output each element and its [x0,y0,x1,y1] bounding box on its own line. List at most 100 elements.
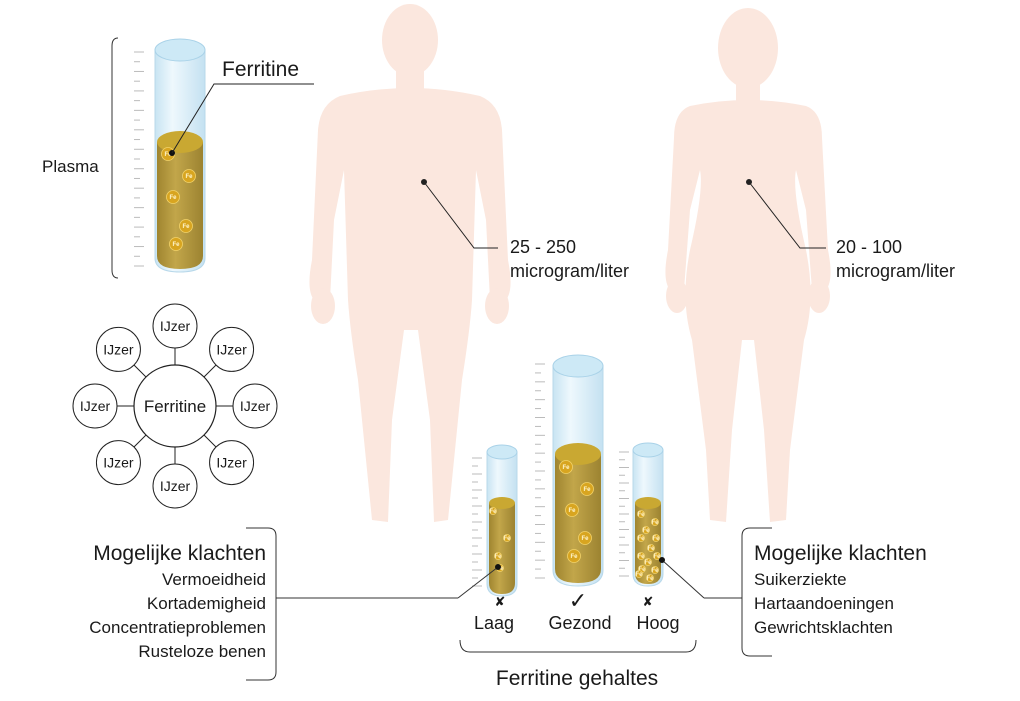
iron-atom-label: IJzer [80,398,111,414]
fe-symbol: Fe [642,528,650,534]
level-low-mark: ✘ [495,594,506,609]
fe-symbol: Fe [653,554,661,560]
complaints-high-item: Hartaandoeningen [754,594,894,613]
iron-atom: IJzer [209,440,255,486]
fe-symbol: Fe [637,554,645,560]
iron-atom: IJzer [72,383,118,429]
fe-particle: Fe [578,531,592,545]
fe-symbol: Fe [637,512,645,518]
ferritine-label: Ferritine [222,58,299,81]
female-range-callout: 20 - 100 microgram/liter [746,179,955,281]
fe-particle: Fe [637,510,645,518]
female-range-unit: microgram/liter [836,261,955,281]
fe-particle: Fe [567,549,581,563]
level-healthy-mark: ✓ [569,588,587,613]
complaints-high-item: Suikerziekte [754,570,847,589]
fe-symbol: Fe [581,536,589,542]
fe-particle: Fe [651,566,659,574]
fe-symbol: Fe [644,560,652,566]
fe-particle: Fe [652,534,660,542]
levels-caption: Ferritine gehaltes [496,667,658,690]
fe-particle: Fe [647,544,655,552]
fe-particle: Fe [559,460,573,474]
fe-particle: Fe [166,190,180,204]
fe-particle: Fe [651,518,659,526]
fe-particle: Fe [503,534,511,542]
fe-symbol: Fe [489,509,497,515]
iron-atom: IJzer [152,463,198,509]
complaints-high-title: Mogelijke klachten [754,542,927,565]
male-range-value: 25 - 250 [510,237,576,257]
fe-symbol: Fe [652,536,660,542]
level-high-mark: ✘ [643,594,654,609]
complaints-low-item: Rusteloze benen [138,642,266,661]
ferritine-core-label: Ferritine [144,397,206,416]
fe-symbol: Fe [503,536,511,542]
iron-atom-label: IJzer [160,318,191,334]
level-high-label: Hoog [636,613,679,633]
iron-atom-label: IJzer [216,341,247,357]
fe-symbol: Fe [583,487,591,493]
level-healthy-label: Gezond [548,613,611,633]
fe-symbol: Fe [637,536,645,542]
fe-symbol: Fe [496,566,504,572]
fe-particle: Fe [565,503,579,517]
male-range-unit: microgram/liter [510,261,629,281]
fe-symbol: Fe [570,554,578,560]
iron-atom-label: IJzer [160,478,191,494]
fe-symbol: Fe [182,224,190,230]
fe-particle: Fe [580,482,594,496]
fe-symbol: Fe [647,546,655,552]
fe-particle: Fe [644,558,652,566]
iron-atom: IJzer [95,440,141,486]
fe-symbol: Fe [169,195,177,201]
fe-symbol: Fe [651,520,659,526]
fe-symbol: Fe [562,465,570,471]
complaints-low-item: Kortademigheid [147,594,266,613]
fe-particle: Fe [637,552,645,560]
iron-atom: IJzer [95,326,141,372]
fe-particle: Fe [179,219,193,233]
ferritine-core: Ferritine [133,364,217,448]
fe-symbol: Fe [651,568,659,574]
fe-symbol: Fe [638,567,646,573]
complaints-low-title: Mogelijke klachten [93,542,266,565]
plasma-label: Plasma [42,157,99,176]
fe-particle: Fe [637,534,645,542]
level-labels: ✘ ✓ ✘ Laag Gezond Hoog Ferritine gehalte… [459,588,697,690]
fe-particle: Fe [635,570,643,578]
fe-symbol: Fe [494,554,502,560]
tube-scale [134,51,144,267]
fe-symbol: Fe [646,576,654,582]
tube-scales [472,363,629,587]
iron-atom-label: IJzer [216,455,247,471]
complaints-low-item: Vermoeidheid [162,570,266,589]
tube-low [486,444,518,597]
complaints-high: Mogelijke klachten Suikerziekte Hartaand… [659,527,927,657]
iron-atom-label: IJzer [240,398,271,414]
male-range-callout: 25 - 250 microgram/liter [421,179,629,281]
complaints-high-item: Gewrichtsklachten [754,618,893,637]
fe-symbol: Fe [164,152,172,158]
fe-symbol: Fe [635,572,643,578]
female-range-value: 20 - 100 [836,237,902,257]
fe-particle: Fe [653,552,661,560]
fe-particle: Fe [489,507,497,515]
fe-symbol: Fe [568,508,576,514]
ferritine-molecule: IJzerIJzerIJzerIJzerIJzerIJzerIJzerIJzer… [72,303,278,509]
iron-atom: IJzer [209,326,255,372]
fe-particle: Fe [169,237,183,251]
fe-symbol: Fe [185,174,193,180]
iron-atom-label: IJzer [103,341,134,357]
iron-atom: IJzer [232,383,278,429]
level-low-label: Laag [474,613,514,633]
iron-atom-label: IJzer [103,455,134,471]
iron-atom: IJzer [152,303,198,349]
female-silhouette [665,8,831,522]
fe-particle: Fe [182,169,196,183]
fe-symbol: Fe [172,242,180,248]
fe-particle: Fe [642,526,650,534]
